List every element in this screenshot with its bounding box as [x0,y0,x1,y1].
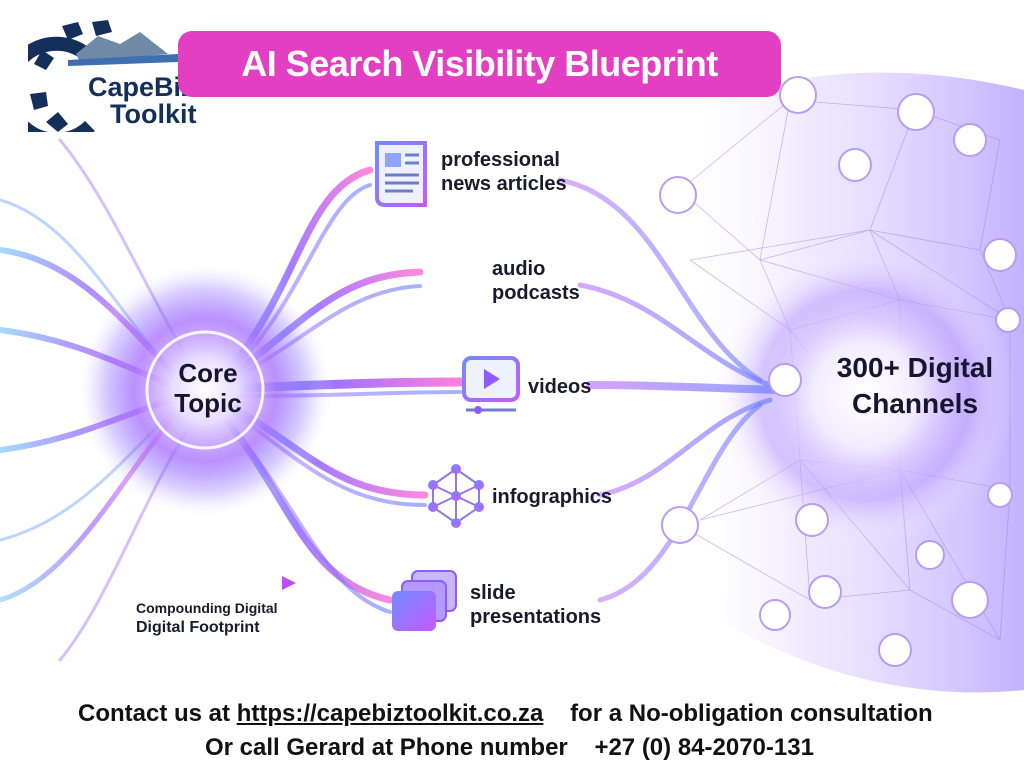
channel-label-line-2: news articles [441,173,567,195]
logo-line-1: CapeBiz [88,72,195,102]
destination-line-2: Channels [851,388,979,419]
footprint-line-1: Compounding Digital [136,600,278,616]
video-play-icon [462,356,520,414]
contact-line-2: Or call Gerard at Phone number +27 (0) 8… [205,734,814,762]
phone-number[interactable]: +27 (0) 84-2070-131 [594,734,814,761]
destination-line-1: 300+ Digital [836,352,994,383]
core-topic-line-2: Topic [174,388,242,418]
channel-label-line-1: infographics [492,486,613,508]
channel-label-line-2: presentations [470,606,602,628]
channel-news-articles: professional news articles [441,148,567,196]
channel-label-line-1: audio [492,258,546,280]
contact-suffix: for a No-obligation consultation [570,700,933,727]
page-title: AI Search Visibility Blueprint [241,43,718,84]
document-icon [375,141,427,207]
network-graph-icon [428,464,484,528]
contact-prefix: Contact us at [78,700,231,727]
logo-line-2: Toolkit [110,99,197,129]
channel-label-line-1: professional [441,149,560,171]
title-banner: AI Search Visibility Blueprint [178,31,781,97]
core-topic-label: Core Topic [150,358,266,418]
channel-label-line-1: slide [470,582,516,604]
logo-text: CapeBiz Toolkit [88,74,196,128]
phone-prefix: Or call Gerard at Phone number [205,734,568,761]
contact-line-1: Contact us at https://capebiztoolkit.co.… [78,700,933,728]
channel-audio-podcasts: audio podcasts [492,257,580,305]
channel-infographics: infographics [492,485,612,509]
channel-slide-presentations: slide presentations [470,581,601,629]
website-link[interactable]: https://capebiztoolkit.co.za [236,700,544,727]
footprint-label: Compounding Digital Digital Footprint [136,598,278,638]
slides-stack-icon [392,570,457,631]
gear-icon [28,20,178,132]
core-topic-line-1: Core [178,358,238,388]
channel-videos: videos [528,375,591,399]
channel-label-line-1: videos [528,376,592,398]
capebiz-logo: CapeBiz Toolkit [28,14,196,132]
footprint-line-2: Digital Footprint [136,619,260,636]
soundwave-icon [424,248,484,304]
channel-label-line-2: podcasts [492,282,580,304]
destination-label: 300+ Digital Channels [815,350,1015,422]
